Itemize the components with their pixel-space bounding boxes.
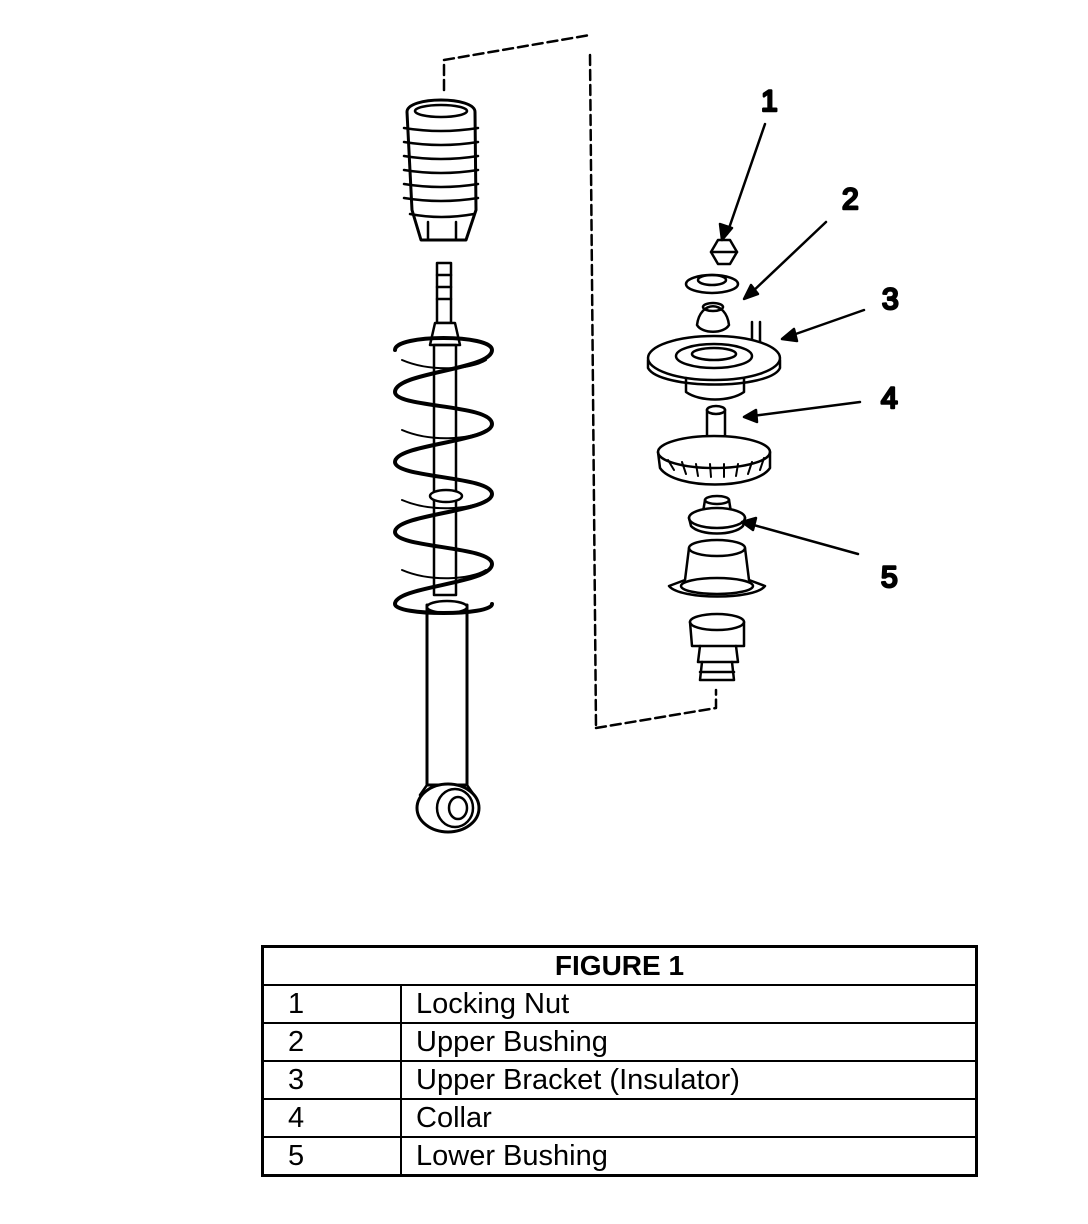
callout-2: 2 <box>842 183 859 216</box>
legend-title: FIGURE 1 <box>261 945 978 986</box>
legend-row: 5 Lower Bushing <box>261 1136 978 1177</box>
leader-arrows <box>718 122 866 556</box>
dust-boot <box>402 98 480 242</box>
upper-bushing <box>684 273 740 295</box>
lower-bushing <box>687 494 747 535</box>
legend-row: 1 Locking Nut <box>261 984 978 1024</box>
parts-legend-table: FIGURE 1 1 Locking Nut 2 Upper Bushing 3… <box>261 945 978 1177</box>
locking-nut <box>709 238 739 266</box>
upper-bracket <box>646 301 782 401</box>
coil-spring <box>393 336 494 615</box>
legend-row-number: 4 <box>261 1098 402 1138</box>
arrow-3 <box>788 308 866 338</box>
legend-row-name: Locking Nut <box>400 984 978 1024</box>
legend-row-number: 2 <box>261 1022 402 1062</box>
spring-seat <box>656 434 772 486</box>
collar <box>705 404 727 442</box>
legend-row: 2 Upper Bushing <box>261 1022 978 1062</box>
bump-stop <box>688 612 746 682</box>
legend-row-name: Upper Bushing <box>400 1022 978 1062</box>
arrow-2 <box>748 220 828 296</box>
arrow-4 <box>750 400 862 418</box>
suspension-diagram: 1 2 3 4 5 <box>393 33 900 834</box>
callout-4: 4 <box>881 382 898 415</box>
arrow-5 <box>748 522 860 556</box>
legend-row: 4 Collar <box>261 1098 978 1138</box>
callout-5: 5 <box>881 561 898 594</box>
arrow-1 <box>725 122 767 236</box>
legend-row-name: Lower Bushing <box>400 1136 978 1177</box>
legend-header-row: FIGURE 1 <box>261 945 978 986</box>
legend-row-name: Upper Bracket (Insulator) <box>400 1060 978 1100</box>
assembly-guide-lines <box>442 33 718 730</box>
callout-1: 1 <box>761 85 778 118</box>
legend-row-number: 1 <box>261 984 402 1024</box>
legend-row-number: 3 <box>261 1060 402 1100</box>
bump-cup <box>667 538 767 598</box>
legend-row-number: 5 <box>261 1136 402 1177</box>
callout-3: 3 <box>882 283 899 316</box>
legend-row-name: Collar <box>400 1098 978 1138</box>
legend-row: 3 Upper Bracket (Insulator) <box>261 1060 978 1100</box>
